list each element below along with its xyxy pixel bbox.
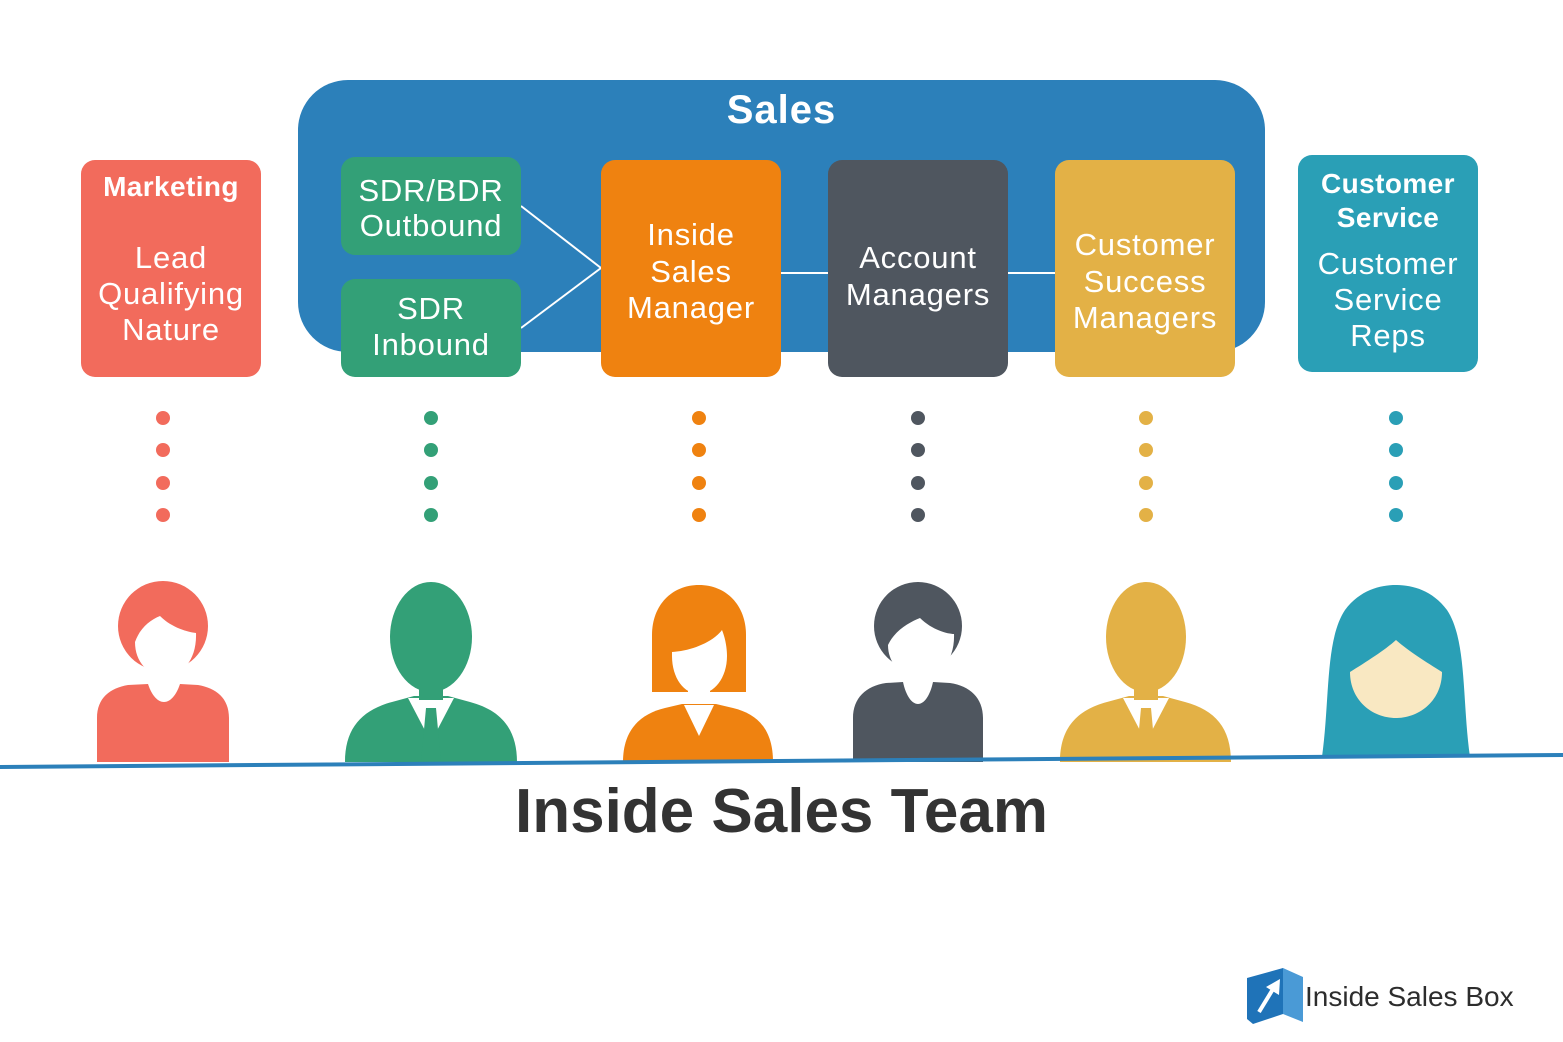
sdr-inbound-line: SDR [397, 291, 465, 326]
connector-dot [156, 508, 170, 522]
connector-dot [692, 476, 706, 490]
box-arrow-icon [1247, 968, 1303, 1024]
inside-sales-manager-line: Manager [627, 290, 755, 325]
connector-dot [1139, 476, 1153, 490]
connector-dot [1139, 443, 1153, 457]
person-sdr-icon [345, 582, 517, 762]
customer-success-line: Success [1083, 263, 1207, 299]
connector-dot [911, 508, 925, 522]
inside-sales-manager-line: Sales [650, 253, 732, 289]
sales-title: Sales [726, 88, 837, 132]
connector-dot [1139, 508, 1153, 522]
connector-dot [424, 411, 438, 425]
team-title: Inside Sales Team [515, 777, 1048, 846]
marketing-title: Marketing [81, 172, 261, 202]
account-managers-label: Account Managers [828, 239, 1008, 313]
ground-line [0, 753, 1563, 769]
customer-service-description: Customer Service Reps [1298, 246, 1478, 354]
customer-service-line: Reps [1350, 318, 1426, 353]
account-managers-line: Managers [845, 277, 991, 312]
customer-service-title: Customer Service [1298, 167, 1478, 235]
sdr-inbound-box: SDR Inbound [341, 279, 521, 377]
customer-success-managers-box: Customer Success Managers [1055, 160, 1235, 377]
sdr-outbound-box: SDR/BDR Outbound [341, 157, 521, 255]
sdr-outbound-label: SDR/BDR Outbound [341, 173, 521, 243]
sdr-inbound-line: Inbound [372, 327, 490, 362]
marketing-line: Qualifying [98, 276, 244, 311]
customer-service-title-line: Customer [1321, 168, 1455, 199]
customer-service-title-line: Service [1336, 202, 1440, 233]
person-customer-success-icon [1060, 582, 1231, 762]
connector-dot [911, 411, 925, 425]
connector-dot [692, 508, 706, 522]
customer-success-line: Managers [1072, 300, 1218, 335]
connector-dot [1389, 443, 1403, 457]
connector-dot [156, 443, 170, 457]
sdr-outbound-line: Outbound [359, 208, 503, 243]
person-customer-service-icon [1322, 585, 1470, 757]
logo-text: Inside Sales Box [1305, 981, 1514, 1012]
account-managers-line: Account [859, 240, 977, 275]
sdr-inbound-label: SDR Inbound [341, 291, 521, 363]
sdr-outbound-line: SDR/BDR [358, 173, 504, 208]
connectors [520, 205, 1055, 329]
connector-inbound-to-manager [520, 267, 602, 329]
person-account-manager-icon [853, 582, 983, 762]
marketing-box: Marketing Lead Qualifying Nature [81, 160, 261, 377]
connector-dot [911, 476, 925, 490]
connector-dot [692, 443, 706, 457]
person-marketing-icon [97, 581, 229, 762]
marketing-title-text: Marketing [103, 171, 239, 202]
customer-service-line: Customer [1317, 246, 1459, 281]
connector-dot [156, 411, 170, 425]
customer-service-box: Customer Service Customer Service Reps [1298, 155, 1478, 372]
marketing-description: Lead Qualifying Nature [81, 240, 261, 348]
connector-dot [156, 476, 170, 490]
account-managers-box: Account Managers [828, 160, 1008, 377]
customer-service-line: Service [1333, 282, 1443, 317]
marketing-line: Nature [122, 312, 220, 347]
connector-outbound-to-manager [520, 205, 602, 269]
dotted-links [156, 411, 1403, 522]
marketing-line: Lead [134, 240, 208, 275]
connector-dot [424, 508, 438, 522]
connector-dot [692, 411, 706, 425]
connector-dot [424, 443, 438, 457]
customer-success-line: Customer [1074, 227, 1216, 262]
person-inside-sales-manager-icon [623, 585, 773, 762]
connector-dot [1389, 476, 1403, 490]
inside-sales-manager-line: Inside [647, 217, 735, 252]
connector-dot [424, 476, 438, 490]
connector-dot [1139, 411, 1153, 425]
inside-sales-manager-label: Inside Sales Manager [601, 217, 781, 327]
connector-dot [1389, 411, 1403, 425]
customer-success-managers-label: Customer Success Managers [1055, 227, 1235, 337]
connector-dot [1389, 508, 1403, 522]
inside-sales-manager-box: Inside Sales Manager [601, 160, 781, 377]
connector-dot [911, 443, 925, 457]
